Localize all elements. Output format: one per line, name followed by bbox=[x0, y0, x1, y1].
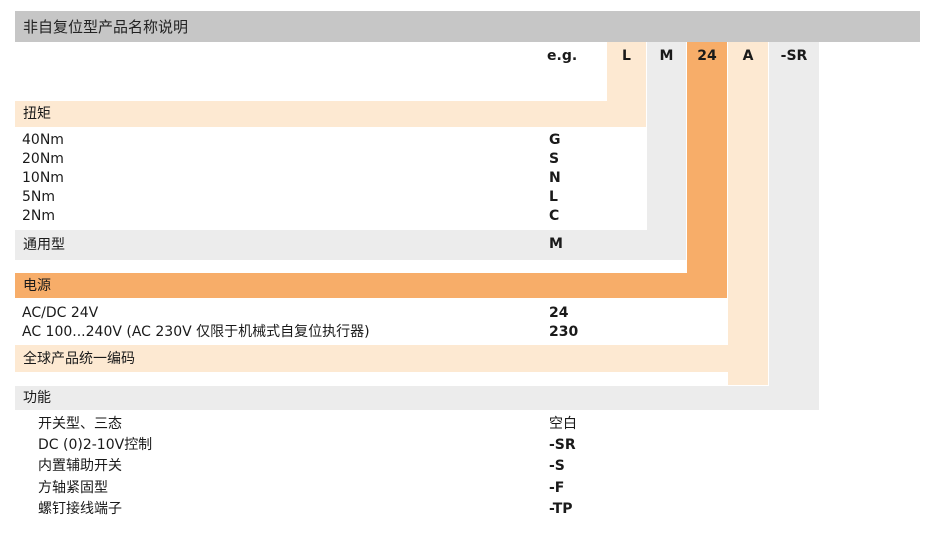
function-row-name: 内置辅助开关 bbox=[38, 458, 122, 474]
eg-label: e.g. bbox=[547, 48, 578, 64]
column-function bbox=[769, 42, 819, 410]
title-bar bbox=[15, 11, 920, 42]
torque-row-code: S bbox=[549, 151, 560, 167]
torque-row-code: L bbox=[549, 189, 558, 205]
column-power bbox=[687, 42, 727, 298]
function-row-code: -SR bbox=[549, 437, 576, 453]
power-band bbox=[15, 273, 727, 298]
power-row-name: AC/DC 24V bbox=[22, 305, 99, 321]
function-row-code: -TP bbox=[549, 501, 573, 517]
function-row-name: 螺钉接线端子 bbox=[38, 501, 122, 517]
code-head-general: M bbox=[659, 48, 674, 64]
power-row-name: AC 100...240V (AC 230V 仅限于机械式自复位执行器) bbox=[22, 324, 370, 340]
function-row-code: -F bbox=[549, 480, 565, 496]
power-row-code: 230 bbox=[549, 324, 579, 340]
power-label: 电源 bbox=[23, 278, 51, 294]
general-label: 通用型 bbox=[23, 237, 65, 253]
page-title: 非自复位型产品名称说明 bbox=[23, 18, 189, 36]
function-label: 功能 bbox=[23, 390, 51, 406]
torque-row-code: C bbox=[549, 208, 560, 224]
torque-row-name: 20Nm bbox=[22, 151, 64, 167]
code-head-global: A bbox=[742, 48, 754, 64]
general-band bbox=[15, 230, 686, 260]
torque-row-name: 5Nm bbox=[22, 189, 56, 205]
function-band bbox=[15, 386, 819, 410]
column-global bbox=[728, 42, 768, 385]
torque-row-name: 40Nm bbox=[22, 132, 64, 148]
function-row-name: DC (0)2-10V控制 bbox=[38, 437, 153, 453]
general-code: M bbox=[549, 236, 563, 252]
global-label: 全球产品统一编码 bbox=[23, 351, 135, 367]
code-head-torque: L bbox=[622, 48, 631, 64]
code-head-function: -SR bbox=[780, 48, 808, 64]
power-row-code: 24 bbox=[549, 305, 569, 321]
function-row-name: 方轴紧固型 bbox=[38, 480, 108, 496]
function-row-code: 空白 bbox=[549, 416, 577, 432]
torque-row-code: N bbox=[549, 170, 561, 186]
torque-row-name: 10Nm bbox=[22, 170, 64, 186]
global-band bbox=[15, 345, 768, 372]
function-row-name: 开关型、三态 bbox=[38, 416, 122, 432]
torque-row-code: G bbox=[549, 132, 561, 148]
torque-row-name: 2Nm bbox=[22, 208, 56, 224]
function-row-code: -S bbox=[549, 458, 565, 474]
code-head-power: 24 bbox=[697, 48, 717, 64]
torque-label: 扭矩 bbox=[23, 106, 51, 122]
column-general bbox=[647, 42, 686, 260]
torque-band bbox=[15, 101, 646, 127]
